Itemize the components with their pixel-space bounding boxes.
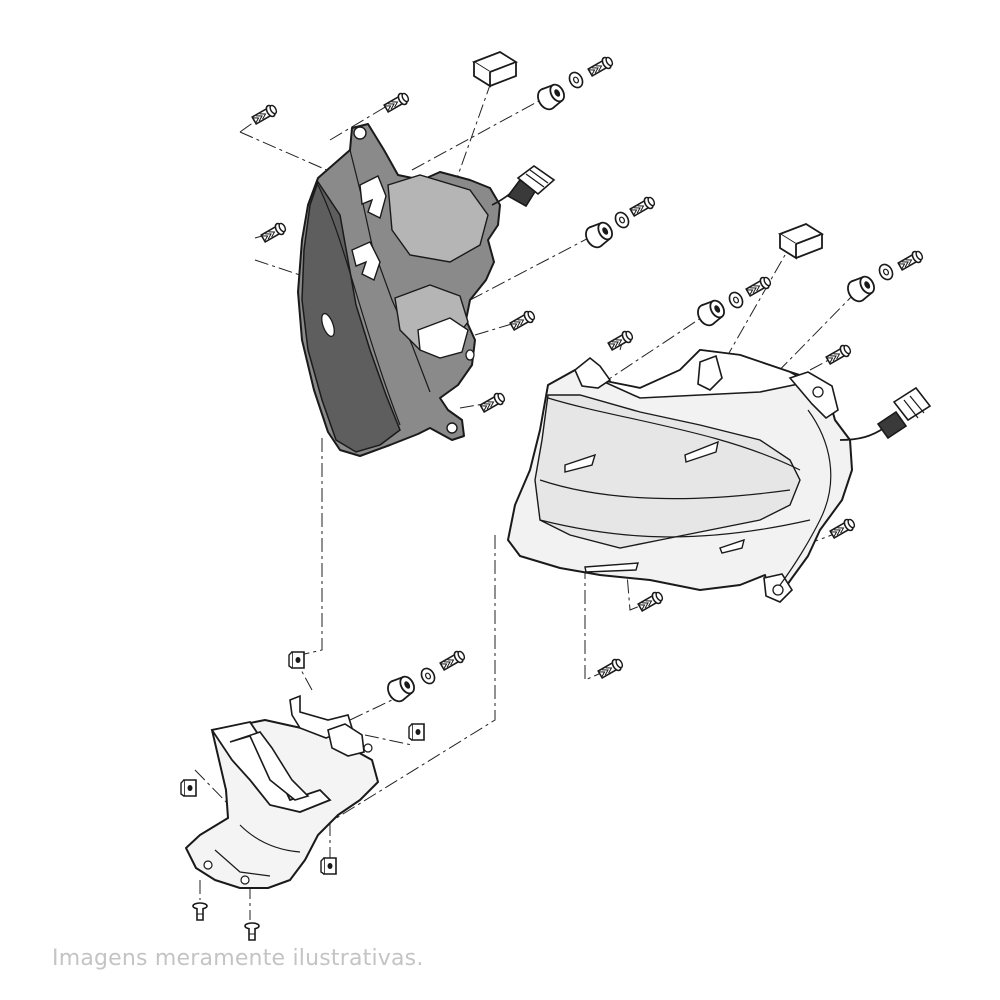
screw xyxy=(896,248,926,273)
rubber-grommet xyxy=(693,295,729,330)
rubber-grommet xyxy=(581,217,617,252)
headlight-bracket-stay xyxy=(185,694,379,889)
washer xyxy=(566,69,586,91)
washer xyxy=(418,665,438,687)
clip-nut xyxy=(288,651,305,669)
screw xyxy=(478,390,508,415)
push-rivet xyxy=(192,902,208,921)
foam-pad xyxy=(473,51,517,87)
clip-nut xyxy=(180,779,197,797)
screw xyxy=(824,342,854,367)
push-rivet xyxy=(244,922,260,941)
washer xyxy=(876,261,896,283)
screw xyxy=(508,308,538,333)
washer xyxy=(726,289,746,311)
headlight-lens-assembly xyxy=(507,349,932,603)
screw xyxy=(438,648,468,673)
washer xyxy=(612,209,632,231)
disclaimer-caption: Imagens meramente ilustrativas. xyxy=(52,946,424,971)
clip-nut xyxy=(408,723,425,741)
screw xyxy=(828,516,858,541)
clip-nut xyxy=(320,857,337,875)
screw xyxy=(628,194,658,219)
foam-pad xyxy=(779,223,823,259)
screw xyxy=(382,90,412,115)
wire-connector xyxy=(491,165,556,208)
screw xyxy=(250,102,280,127)
rubber-grommet xyxy=(843,271,879,306)
screw xyxy=(586,54,616,79)
screw xyxy=(596,656,626,681)
rubber-grommet xyxy=(533,79,569,114)
screw xyxy=(636,589,666,614)
headlight-housing-rear xyxy=(297,123,501,457)
screw xyxy=(259,220,289,245)
rubber-grommet xyxy=(383,671,419,706)
screw xyxy=(744,274,774,299)
